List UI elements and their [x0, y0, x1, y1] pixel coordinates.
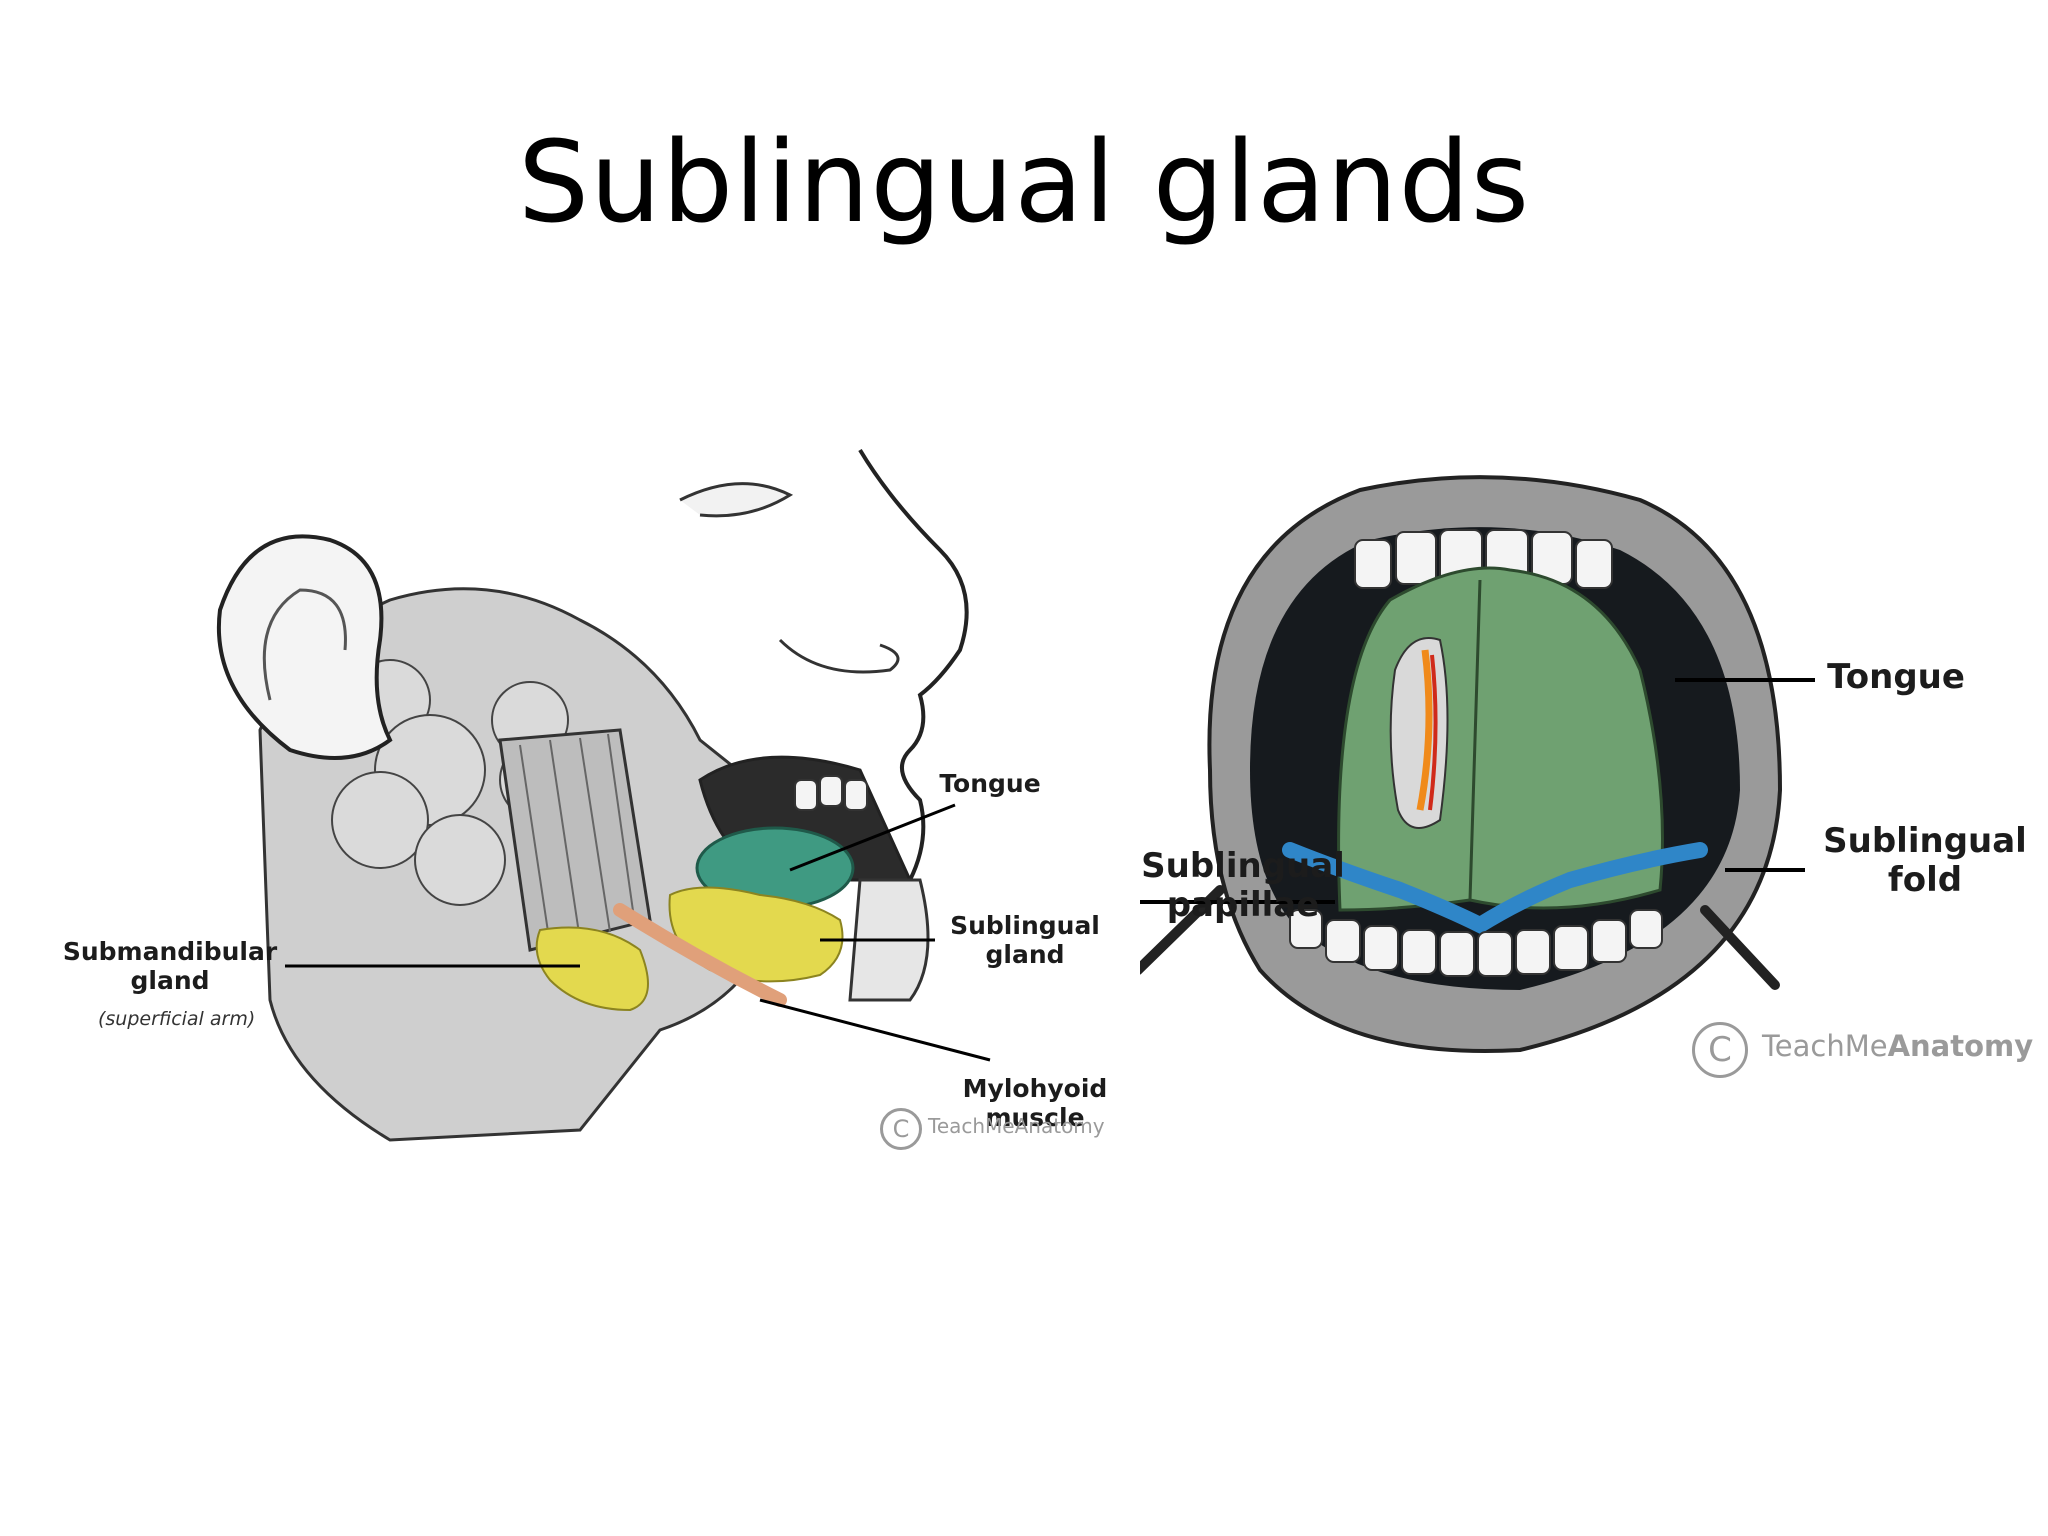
label-tongue-left: Tongue [939, 769, 1041, 798]
eye [679, 482, 794, 518]
upper-teeth [794, 775, 868, 811]
watermark-right: TeachMeAnatomy [1762, 1029, 2033, 1063]
lower-teeth-right [1289, 909, 1663, 977]
label-sublingual-gland: Sublingual gland [950, 911, 1100, 969]
copyright-icon-left: C [880, 1108, 922, 1150]
label-sublingual-papillae: Sublingual papillae [1141, 846, 1345, 926]
masseter-muscle [498, 728, 652, 952]
retractor-right [1700, 905, 1780, 990]
label-submandibular-gland: Submandibular gland [62, 937, 278, 995]
label-sublingual-fold: Sublingual fold [1823, 821, 2027, 901]
leader-mylohyoid [759, 998, 991, 1062]
leader-tongue [789, 803, 956, 872]
watermark-prefix: TeachMe [1762, 1029, 1888, 1063]
copyright-icon-right: C [1692, 1022, 1748, 1078]
label-mylohyoid-muscle: Mylohyoid muscle [962, 1074, 1108, 1132]
slide-title: Sublingual glands [517, 118, 1531, 248]
mylohyoid-band [613, 903, 787, 1007]
lateral-head-illustration [216, 448, 991, 1142]
label-tongue-right: Tongue [1827, 657, 1965, 697]
ear [216, 534, 393, 760]
watermark-bold: Anatomy [1887, 1029, 2034, 1063]
watermark-left: TeachMeAnatomy [928, 1114, 1105, 1138]
open-mouth-illustration [1140, 475, 1815, 1053]
sublingual-fold-shape [1282, 842, 1708, 935]
label-superficial-arm: (superficial arm) [98, 1008, 256, 1030]
submandibular-gland-shape [535, 926, 649, 1012]
lingual-vessel [1416, 649, 1433, 811]
face-profile [858, 448, 969, 881]
